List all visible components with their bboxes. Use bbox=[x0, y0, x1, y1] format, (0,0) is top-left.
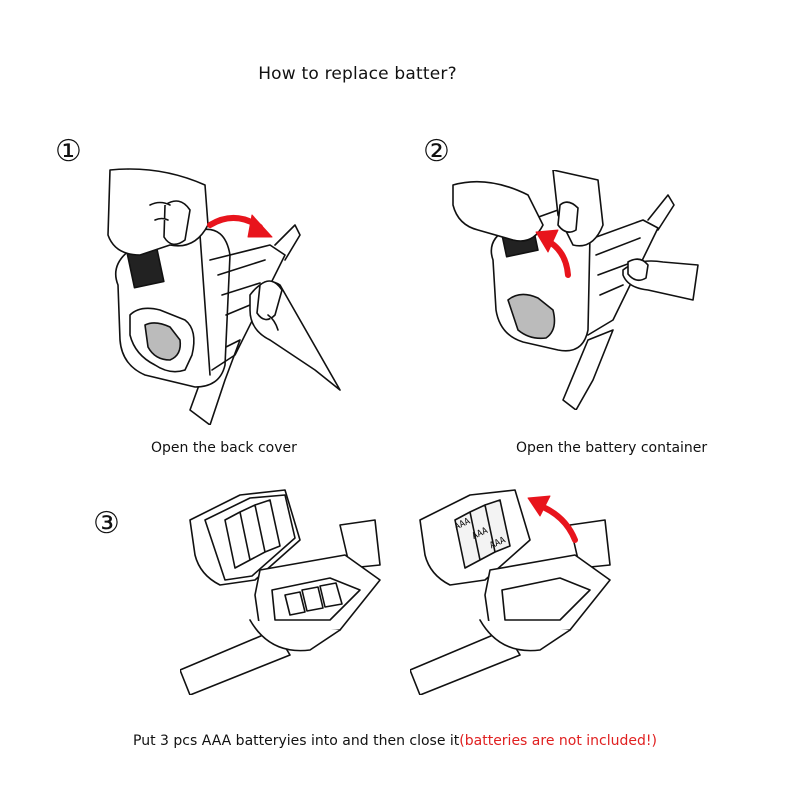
red-arrow-icon bbox=[207, 214, 273, 238]
wrist-strap-icon bbox=[562, 194, 675, 410]
battery-compartment-icon bbox=[419, 489, 611, 652]
final-instruction-line: Put 3 pcs AAA batteryies into and then c… bbox=[0, 733, 790, 749]
hand-icon bbox=[622, 258, 699, 301]
device-icon bbox=[114, 228, 286, 388]
battery-compartment-icon bbox=[189, 489, 381, 652]
hand-icon bbox=[107, 168, 209, 256]
step-2-illustration bbox=[448, 170, 708, 410]
step-2-caption: Open the battery container bbox=[516, 440, 708, 456]
hand-icon bbox=[249, 280, 341, 391]
warning-text: (batteries are not included!) bbox=[459, 733, 657, 749]
step-1-illustration bbox=[100, 165, 350, 425]
step-3-number: ③ bbox=[93, 506, 120, 541]
step-2-number: ② bbox=[423, 134, 450, 169]
wrist-strap-icon bbox=[180, 519, 381, 695]
device-icon bbox=[490, 208, 659, 352]
hand-icon bbox=[452, 170, 604, 247]
page-title: How to replace batter? bbox=[258, 64, 457, 84]
wrist-strap-icon bbox=[410, 519, 611, 695]
red-arrow-icon bbox=[535, 229, 571, 278]
step-1-number: ① bbox=[55, 134, 82, 169]
red-arrow-icon bbox=[527, 495, 578, 543]
step-1-caption: Open the back cover bbox=[151, 440, 297, 456]
final-instruction: Put 3 pcs AAA batteryies into and then c… bbox=[133, 733, 460, 749]
step-3-open-illustration bbox=[180, 480, 400, 695]
step-3-insert-illustration: AAA AAA AAA bbox=[410, 480, 630, 695]
